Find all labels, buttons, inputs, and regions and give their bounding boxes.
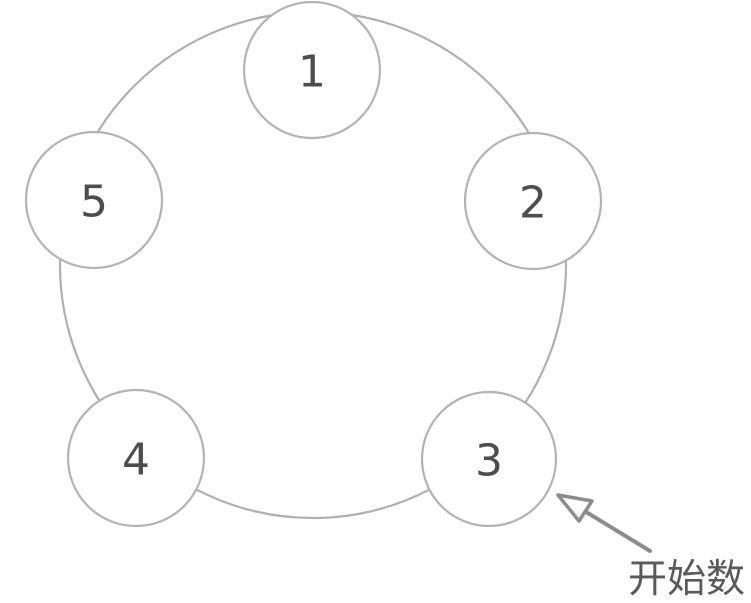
node-group-5[interactable]: 5 [24, 130, 164, 270]
node-circle-1[interactable] [242, 0, 382, 140]
node-group-1[interactable]: 1 [242, 0, 382, 140]
node-group-4[interactable]: 4 [66, 388, 206, 528]
node-label-5: 5 [80, 177, 108, 228]
start-annotation-label: 开始数 [628, 557, 745, 602]
node-circle-4[interactable] [66, 388, 206, 528]
node-label-3: 3 [475, 436, 503, 487]
node-group-3[interactable]: 3 [420, 390, 558, 528]
node-group-2[interactable]: 2 [463, 131, 603, 271]
node-circle-2[interactable] [463, 131, 603, 271]
node-label-2: 2 [519, 178, 547, 229]
node-circle-3[interactable] [420, 390, 558, 528]
start-annotation-group: 开始数 [556, 493, 745, 602]
node-label-1: 1 [298, 47, 326, 98]
annotation-arrow-shaft [576, 505, 652, 553]
node-circle-5[interactable] [24, 130, 164, 270]
node-label-4: 4 [122, 435, 150, 486]
annotation-arrow-head-icon [556, 493, 594, 523]
